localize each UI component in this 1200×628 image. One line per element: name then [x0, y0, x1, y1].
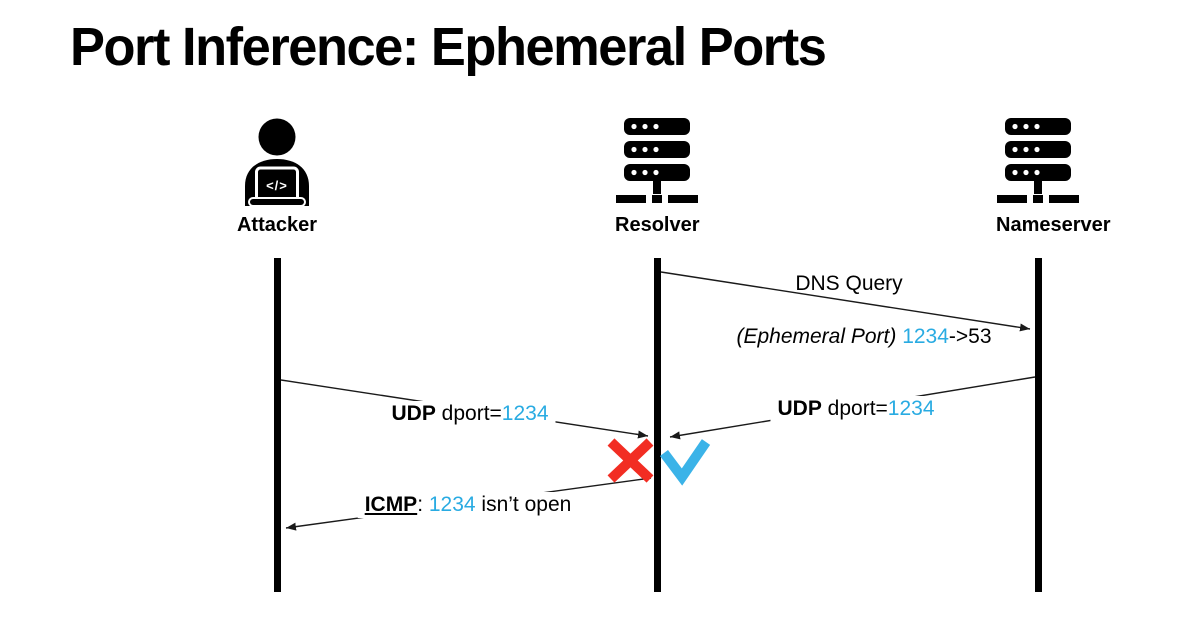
icmp-suffix: isn’t open: [475, 493, 572, 516]
actor-resolver: Resolver: [615, 114, 700, 237]
dns-query-detail-label: (Ephemeral Port) 1234->53: [736, 325, 991, 349]
udp-probe-port: 1234: [501, 402, 549, 425]
udp-reply-protocol: UDP: [777, 397, 822, 420]
dns-dest-port: ->53: [948, 325, 992, 348]
actor-attacker: </> Attacker: [235, 112, 319, 237]
ephemeral-port-number: 1234: [902, 325, 949, 348]
actor-label-attacker: Attacker: [236, 214, 318, 236]
udp-reply-label: UDP dport=1234: [770, 396, 942, 422]
ephemeral-port-note: (Ephemeral Port): [736, 325, 903, 348]
actor-label-resolver: Resolver: [615, 214, 700, 236]
server-stack-icon: [997, 118, 1079, 203]
icmp-port: 1234: [428, 493, 476, 516]
slide-title: Port Inference: Ephemeral Ports: [70, 17, 827, 77]
actor-label-nameserver: Nameserver: [996, 214, 1111, 236]
udp-probe-label: UDP dport=1234: [384, 401, 556, 427]
server-stack-icon: [616, 118, 698, 203]
attacker-laptop-icon: </>: [245, 118, 309, 206]
check-mark-icon: [660, 439, 711, 486]
code-glyph: </>: [266, 178, 288, 193]
udp-reply-port: 1234: [887, 397, 935, 420]
udp-reply-field: dport=: [821, 397, 888, 420]
actor-nameserver: Nameserver: [996, 114, 1111, 237]
udp-probe-protocol: UDP: [391, 402, 436, 425]
attacker-lifeline: [274, 258, 281, 592]
udp-probe-field: dport=: [435, 402, 502, 425]
dns-query-text: DNS Query: [795, 272, 903, 295]
dns-query-label: DNS Query: [795, 272, 902, 296]
resolver-lifeline: [654, 258, 661, 592]
nameserver-lifeline: [1035, 258, 1042, 592]
icmp-separator: :: [417, 493, 429, 516]
icmp-protocol-text: ICMP: [364, 493, 418, 516]
icmp-reply-label: ICMP: 1234 isn’t open: [357, 492, 579, 518]
x-mark-icon: [607, 438, 654, 483]
